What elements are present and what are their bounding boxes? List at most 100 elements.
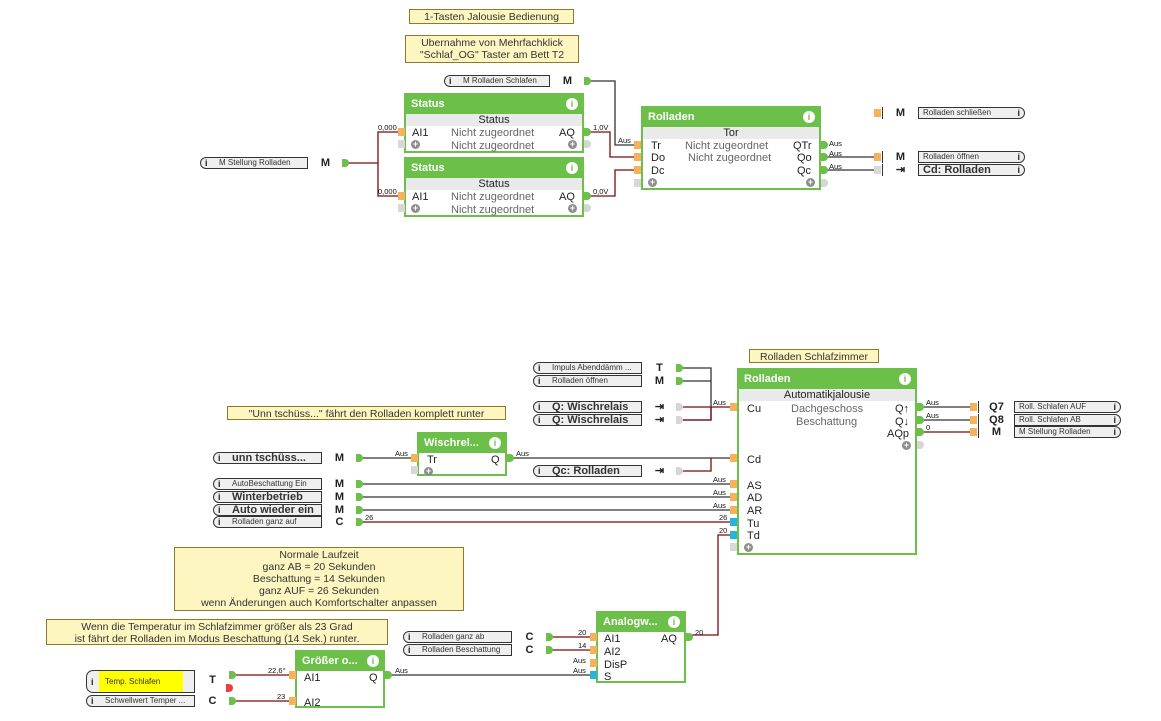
- output-pin[interactable]: [686, 633, 693, 641]
- add-input-icon[interactable]: +: [411, 139, 420, 149]
- output-pin[interactable]: [917, 403, 924, 411]
- info-icon[interactable]: i: [218, 517, 221, 527]
- output-pin[interactable]: [546, 646, 553, 654]
- info-icon[interactable]: i: [449, 76, 452, 86]
- input-pin[interactable]: [970, 403, 977, 411]
- input-pin[interactable]: [874, 153, 881, 161]
- io-unn-tschuess[interactable]: i unn tschüss... M: [213, 452, 357, 464]
- output-pin[interactable]: [584, 204, 591, 212]
- io-auto-wieder-ein[interactable]: i Auto wieder ein M: [213, 504, 357, 516]
- info-icon[interactable]: i: [1113, 427, 1116, 437]
- io-autobeschattung-ein[interactable]: i AutoBeschattung Ein M: [213, 478, 357, 490]
- input-pin[interactable]: [874, 166, 881, 174]
- add-input-icon[interactable]: +: [648, 177, 657, 187]
- input-pin[interactable]: [970, 428, 977, 436]
- info-icon[interactable]: i: [489, 437, 501, 449]
- output-pin[interactable]: [356, 454, 363, 462]
- info-icon[interactable]: i: [91, 696, 94, 706]
- io-rolladen-beschattung[interactable]: i Rolladen Beschattung C: [403, 644, 547, 656]
- add-input-icon[interactable]: +: [411, 203, 420, 213]
- input-pin[interactable]: [730, 454, 737, 462]
- input-pin[interactable]: [730, 518, 737, 526]
- output-pin[interactable]: [676, 467, 683, 475]
- add-input-icon[interactable]: +: [744, 542, 753, 552]
- output-pin[interactable]: [821, 153, 828, 161]
- info-icon[interactable]: i: [218, 492, 221, 502]
- add-output-icon[interactable]: +: [806, 177, 815, 187]
- output-pin[interactable]: [917, 428, 924, 436]
- input-pin[interactable]: [730, 531, 737, 539]
- io-rolladen-ganz-auf[interactable]: i Rolladen ganz auf C: [213, 516, 357, 528]
- io-impuls-abenddaemm[interactable]: i Impuls Abenddämm ... T: [533, 362, 677, 374]
- io-cd-rolladen[interactable]: ⇥ Cd: Rolladen i: [882, 164, 1025, 176]
- output-pin[interactable]: [917, 416, 924, 424]
- info-icon[interactable]: i: [566, 98, 578, 110]
- block-analogwert[interactable]: Analogw...i AI1 AQ AI2 DisP S: [596, 611, 686, 683]
- info-icon[interactable]: i: [538, 415, 541, 425]
- io-m-stellung-rolladen[interactable]: i M Stellung Rolladen M: [200, 157, 343, 169]
- block-wischrelais[interactable]: Wischrel...i Tr Q +: [417, 432, 507, 476]
- output-pin[interactable]: [821, 179, 828, 187]
- output-pin[interactable]: [676, 364, 683, 372]
- io-temp-schlafen[interactable]: i Temp. Schlafen T: [86, 670, 230, 693]
- input-pin[interactable]: [398, 128, 405, 136]
- info-icon[interactable]: i: [566, 162, 578, 174]
- output-pin[interactable]: [356, 493, 363, 501]
- info-icon[interactable]: i: [538, 363, 541, 373]
- output-pin[interactable]: [676, 377, 683, 385]
- input-pin[interactable]: [590, 633, 597, 641]
- io-q-wischrelais-2[interactable]: i Q: Wischrelais ⇥: [533, 414, 677, 426]
- output-pin[interactable]: [821, 166, 828, 174]
- info-icon[interactable]: i: [1017, 152, 1020, 162]
- add-output-icon[interactable]: +: [902, 440, 911, 450]
- add-output-icon[interactable]: +: [568, 139, 577, 149]
- output-pin[interactable]: [917, 441, 924, 449]
- output-pin[interactable]: [584, 192, 591, 200]
- input-pin[interactable]: [970, 416, 977, 424]
- input-pin[interactable]: [634, 153, 641, 161]
- info-icon[interactable]: i: [538, 466, 541, 476]
- output-pin[interactable]: [584, 77, 591, 85]
- input-pin[interactable]: [590, 646, 597, 654]
- info-icon[interactable]: i: [1017, 165, 1020, 175]
- input-pin[interactable]: [634, 166, 641, 174]
- input-pin[interactable]: [730, 403, 737, 411]
- input-pin[interactable]: [730, 480, 737, 488]
- input-pin[interactable]: [730, 506, 737, 514]
- io-rolladen-oeffnen-out[interactable]: M Rolladen öffnen i: [882, 151, 1025, 163]
- io-m-stellung-rolladen-out[interactable]: M M Stellung Rolladen i: [978, 426, 1121, 438]
- info-icon[interactable]: i: [218, 453, 221, 463]
- output-pin[interactable]: [821, 141, 828, 149]
- output-pin[interactable]: [356, 518, 363, 526]
- info-icon[interactable]: i: [538, 402, 541, 412]
- info-icon[interactable]: i: [803, 111, 815, 123]
- output-pin[interactable]: [676, 416, 683, 424]
- input-pin[interactable]: [398, 140, 405, 148]
- io-qc-rolladen[interactable]: i Qc: Rolladen ⇥: [533, 465, 677, 477]
- input-pin[interactable]: [730, 543, 737, 551]
- output-pin[interactable]: [584, 128, 591, 136]
- info-icon[interactable]: i: [218, 479, 221, 489]
- input-pin[interactable]: [590, 659, 597, 667]
- output-pin[interactable]: [676, 403, 683, 411]
- output-pin[interactable]: [229, 697, 236, 705]
- add-output-icon[interactable]: +: [568, 203, 577, 213]
- io-rolladen-schliessen[interactable]: M Rolladen schließen i: [882, 107, 1025, 119]
- input-pin[interactable]: [634, 141, 641, 149]
- input-pin[interactable]: [411, 466, 418, 474]
- info-icon[interactable]: i: [408, 645, 411, 655]
- info-icon[interactable]: i: [538, 376, 541, 386]
- output-pin[interactable]: [342, 159, 349, 167]
- info-icon[interactable]: i: [668, 616, 680, 628]
- input-pin[interactable]: [590, 671, 597, 679]
- info-icon[interactable]: i: [899, 373, 911, 385]
- input-pin[interactable]: [398, 204, 405, 212]
- output-pin[interactable]: [546, 633, 553, 641]
- input-pin[interactable]: [289, 671, 296, 679]
- io-m-rolladen-schlafen[interactable]: i M Rolladen Schlafen M: [444, 75, 585, 87]
- info-icon[interactable]: i: [91, 677, 94, 687]
